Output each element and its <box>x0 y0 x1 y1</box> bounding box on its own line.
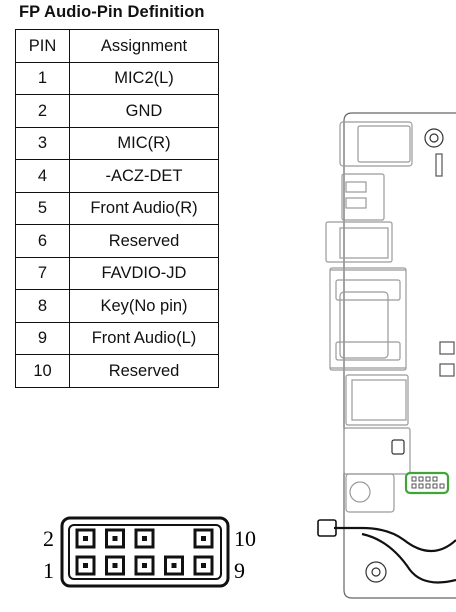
table-row: 6 Reserved <box>15 224 219 258</box>
audio-jack-area <box>345 473 395 513</box>
lan-port <box>325 221 393 263</box>
pin-top-5 <box>193 528 214 549</box>
table-header-row: PIN Assignment <box>15 29 219 63</box>
pin-bottom-2 <box>105 555 125 576</box>
connector-pins <box>75 528 214 576</box>
pin-contact-bottom-4 <box>171 563 177 568</box>
pin-number: 5 <box>15 191 70 225</box>
header-pins-right <box>439 341 455 377</box>
pin-label-bottom-right: 9 <box>234 558 245 583</box>
pin-assignment: MIC(R) <box>69 126 219 160</box>
pin-label-top-left: 2 <box>43 526 54 551</box>
pin-top-1 <box>75 528 96 549</box>
pin-top-2 <box>105 528 125 549</box>
pin-contact-bottom-5 <box>201 563 206 568</box>
connector-outline <box>60 516 230 588</box>
pin-assignment: -ACZ-DET <box>69 159 219 193</box>
pin-bottom-1 <box>75 555 96 576</box>
pin-contact-top-2 <box>112 536 118 541</box>
connector-shroud <box>60 516 230 588</box>
pin-label-top-right: 10 <box>234 526 256 551</box>
pin-number: 1 <box>15 61 70 95</box>
pin-number: 9 <box>15 321 70 355</box>
top-port <box>339 121 444 177</box>
pin-number: 2 <box>15 94 70 128</box>
connector-inner-wall <box>68 524 222 580</box>
column-header-pin: PIN <box>15 29 70 63</box>
pin-contact-top-1 <box>83 536 88 541</box>
vga-connector <box>329 267 407 371</box>
audio-cable <box>317 519 456 584</box>
pin-number: 3 <box>15 126 70 160</box>
table-row: 7 FAVDIO-JD <box>15 256 219 290</box>
table-row: 5 Front Audio(R) <box>15 191 219 225</box>
table-row: 3 MIC(R) <box>15 126 219 160</box>
usb-port-stack <box>341 173 385 221</box>
pin-bottom-5 <box>193 555 214 576</box>
motherboard-illustration <box>317 112 456 599</box>
pin-contact-bottom-3 <box>142 563 147 568</box>
mounting-hole-icon <box>365 561 387 583</box>
page-title: FP Audio-Pin Definition <box>19 3 205 21</box>
pin-contact-top-5 <box>201 536 206 541</box>
pin-label-bottom-left: 1 <box>43 558 54 583</box>
table-row: 10 Reserved <box>15 354 219 388</box>
pin-contact-top-3 <box>142 536 147 541</box>
pin-top-3 <box>134 528 155 549</box>
pin-assignment: Front Audio(R) <box>69 191 219 225</box>
table-row: 1 MIC2(L) <box>15 61 219 95</box>
pin-bottom-4 <box>164 555 184 576</box>
pin-contact-bottom-1 <box>83 563 88 568</box>
table-row: 8 Key(No pin) <box>15 289 219 323</box>
fp-audio-header-highlight <box>404 471 450 495</box>
pin-bottom-3 <box>134 555 155 576</box>
lower-port-stack <box>343 374 411 475</box>
pin-assignment: MIC2(L) <box>69 61 219 95</box>
pin-definition-table: PIN Assignment 1 MIC2(L) 2 GND 3 MIC(R) … <box>15 29 219 388</box>
pin-contact-bottom-2 <box>112 563 118 568</box>
pin-assignment: Key(No pin) <box>69 289 219 323</box>
pin-number: 8 <box>15 289 70 323</box>
table-row: 9 Front Audio(L) <box>15 321 219 355</box>
pin-assignment: Front Audio(L) <box>69 321 219 355</box>
pin-header-diagram: 2 1 10 9 <box>43 516 256 588</box>
pin-assignment: Reserved <box>69 354 219 388</box>
pin-number: 7 <box>15 256 70 290</box>
board-outline <box>343 112 456 599</box>
pin-assignment: FAVDIO-JD <box>69 256 219 290</box>
table-row: 2 GND <box>15 94 219 128</box>
pin-assignment: Reserved <box>69 224 219 258</box>
pin-assignment: GND <box>69 94 219 128</box>
pin-number: 10 <box>15 354 70 388</box>
pin-number: 6 <box>15 224 70 258</box>
column-header-assignment: Assignment <box>69 29 219 63</box>
table-row: 4 -ACZ-DET <box>15 159 219 193</box>
pin-number: 4 <box>15 159 70 193</box>
